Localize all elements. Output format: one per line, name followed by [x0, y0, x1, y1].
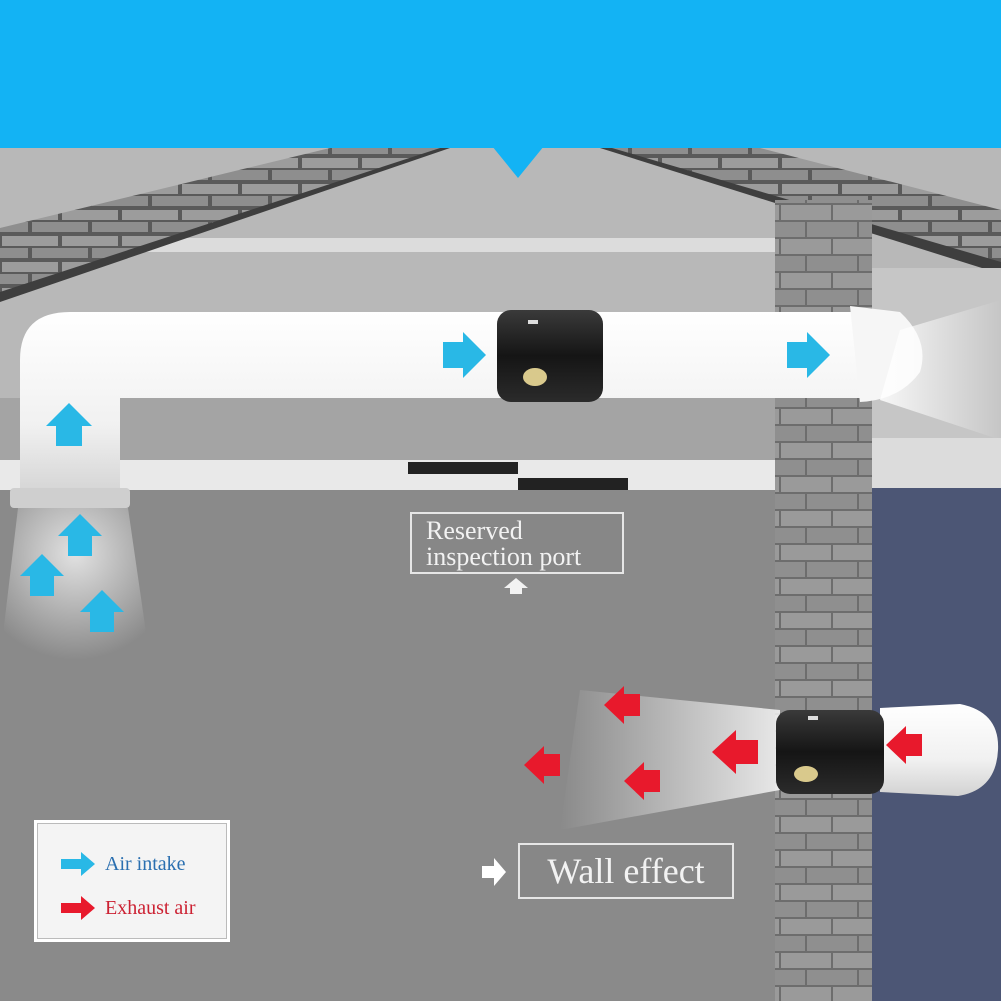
inspection-port-right — [518, 478, 628, 490]
wall-effect-pointer-arrow — [482, 858, 506, 886]
inspection-port-label: Reserved inspection port — [410, 512, 624, 574]
ceiling-band — [0, 238, 775, 252]
top-banner — [0, 0, 1001, 148]
exhaust-arrow-1 — [604, 686, 640, 724]
legend-row-exhaust: Exhaust air — [59, 893, 196, 923]
intake-arrows — [20, 332, 830, 632]
inspection-pointer-arrow — [504, 578, 528, 594]
exhaust-arrow-5 — [886, 726, 922, 764]
exhaust-arrows — [524, 686, 922, 800]
intake-arrow-right-1 — [443, 332, 486, 378]
inspection-label-line2: inspection port — [426, 542, 582, 571]
inline-fan-upper — [497, 310, 603, 402]
intake-arrow-up-4 — [80, 590, 124, 632]
inspection-port-left — [408, 462, 518, 474]
intake-arrow-up-3 — [20, 554, 64, 596]
outlet-mist — [880, 300, 1001, 440]
ceiling-slab — [0, 460, 775, 490]
banner-pointer — [492, 146, 544, 178]
legend-intake-label: Air intake — [105, 852, 186, 875]
exterior-ledge — [872, 438, 1001, 488]
legend-exhaust-label: Exhaust air — [105, 896, 196, 919]
exhaust-arrow-4 — [712, 730, 758, 774]
wall-effect-label: Wall effect — [518, 843, 734, 899]
exhaust-arrow-icon — [61, 896, 95, 920]
roof-left — [0, 148, 450, 302]
intake-arrow-right-2 — [787, 332, 830, 378]
exhaust-mist — [560, 690, 780, 830]
inspection-label-line1: Reserved — [426, 516, 523, 545]
intake-arrow-up-1 — [46, 403, 92, 446]
attic-floor — [0, 398, 775, 460]
intake-arrow-up-2 — [58, 514, 102, 556]
exhaust-arrow-3 — [624, 762, 660, 800]
legend: Air intake Exhaust air — [34, 820, 230, 942]
legend-row-intake: Air intake — [59, 849, 186, 879]
intake-arrow-icon — [61, 852, 95, 876]
wall-fan-lower — [776, 704, 999, 796]
exhaust-arrow-2 — [524, 746, 560, 784]
